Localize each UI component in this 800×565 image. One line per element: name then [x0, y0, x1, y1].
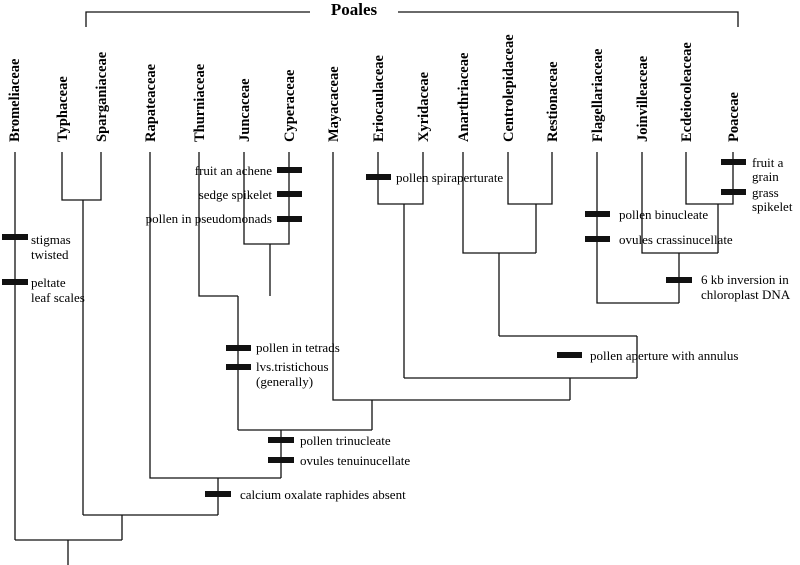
character-labels: stigmas twisted peltate leaf scales frui…: [31, 155, 793, 502]
bar-stigmas-twisted: [2, 234, 28, 240]
bar-pollen-trinucleate: [268, 437, 294, 443]
label-pollen-spiraperturate: pollen spiraperturate: [396, 170, 503, 185]
synapomorphy-bars: [2, 159, 746, 497]
taxon-restionaceae: Restionaceae: [545, 61, 561, 142]
bar-fruit-achene: [277, 167, 302, 173]
tree-branches: [14, 152, 734, 565]
bar-lvs-tristichous: [226, 364, 251, 370]
taxon-joinvilleaceae: Joinvilleaceae: [635, 55, 651, 142]
label-grain: grain: [752, 169, 779, 184]
taxon-juncaceae: Juncaceae: [237, 78, 253, 142]
taxon-xyridaceae: Xyridaceae: [416, 71, 432, 142]
label-grass: grass: [752, 185, 779, 200]
bar-sedge-spikelet: [277, 191, 302, 197]
taxon-bromeliaceae: Bromeliaceae: [7, 58, 23, 142]
label-ovules-crassinucellate: ovules crassinucellate: [619, 232, 733, 247]
label-pollen-tetrads: pollen in tetrads: [256, 340, 340, 355]
taxon-labels: Bromeliaceae Typhaceae Sparganiaceae Rap…: [7, 34, 742, 142]
clade-label: Poales: [331, 0, 378, 19]
bar-pollen-spiraperturate: [366, 174, 391, 180]
bar-pollen-binucleate: [585, 211, 610, 217]
taxon-typhaceae: Typhaceae: [55, 76, 71, 142]
label-sedge-spikelet: sedge spikelet: [199, 187, 273, 202]
bar-grass-spikelet: [721, 189, 746, 195]
label-pollen-binucleate: pollen binucleate: [619, 207, 708, 222]
label-peltate: peltate: [31, 275, 66, 290]
poales-bracket: Poales: [85, 0, 739, 27]
bar-pollen-pseudomonads: [277, 216, 302, 222]
bar-inversion: [666, 277, 692, 283]
bar-fruit-grain: [721, 159, 746, 165]
label-generally: (generally): [256, 374, 313, 389]
taxon-ecdeiocoleaceae: Ecdeiocoleaceae: [679, 42, 695, 142]
label-spikelet: spikelet: [752, 199, 793, 214]
bar-ovules-crassinucellate: [585, 236, 610, 242]
taxon-eriocaulaceae: Eriocaulaceae: [371, 54, 387, 142]
taxon-cyperaceae: Cyperaceae: [282, 69, 298, 142]
bar-pollen-tetrads: [226, 345, 251, 351]
label-twisted: twisted: [31, 247, 69, 262]
taxon-mayacaceae: Mayacaceae: [326, 66, 342, 142]
label-stigmas: stigmas: [31, 232, 71, 247]
label-inversion: 6 kb inversion in: [701, 272, 789, 287]
taxon-flagellariaceae: Flagellariaceae: [590, 48, 606, 142]
taxon-sparganiaceae: Sparganiaceae: [94, 51, 110, 142]
label-chloroplast-dna: chloroplast DNA: [701, 287, 791, 302]
taxon-rapateaceae: Rapateaceae: [143, 63, 159, 142]
taxon-thurniaceae: Thurniaceae: [192, 63, 208, 142]
bar-calcium-oxalate: [205, 491, 231, 497]
label-pollen-trinucleate: pollen trinucleate: [300, 433, 391, 448]
label-calcium-oxalate: calcium oxalate raphides absent: [240, 487, 406, 502]
bar-pollen-annulus: [557, 352, 582, 358]
taxon-anarthriaceae: Anarthriaceae: [456, 52, 472, 142]
bar-peltate-leaf-scales: [2, 279, 28, 285]
label-leaf-scales: leaf scales: [31, 290, 85, 305]
label-fruit-achene: fruit an achene: [195, 163, 272, 178]
taxon-poaceae: Poaceae: [726, 92, 742, 142]
label-lvs-tristichous: lvs.tristichous: [256, 359, 329, 374]
label-fruit-a: fruit a: [752, 155, 784, 170]
bar-ovules-tenuinucellate: [268, 457, 294, 463]
label-pollen-pseudomonads: pollen in pseudomonads: [146, 211, 272, 226]
label-pollen-annulus: pollen aperture with annulus: [590, 348, 738, 363]
label-ovules-tenuinucellate: ovules tenuinucellate: [300, 453, 410, 468]
taxon-centrolepidaceae: Centrolepidaceae: [501, 34, 517, 142]
